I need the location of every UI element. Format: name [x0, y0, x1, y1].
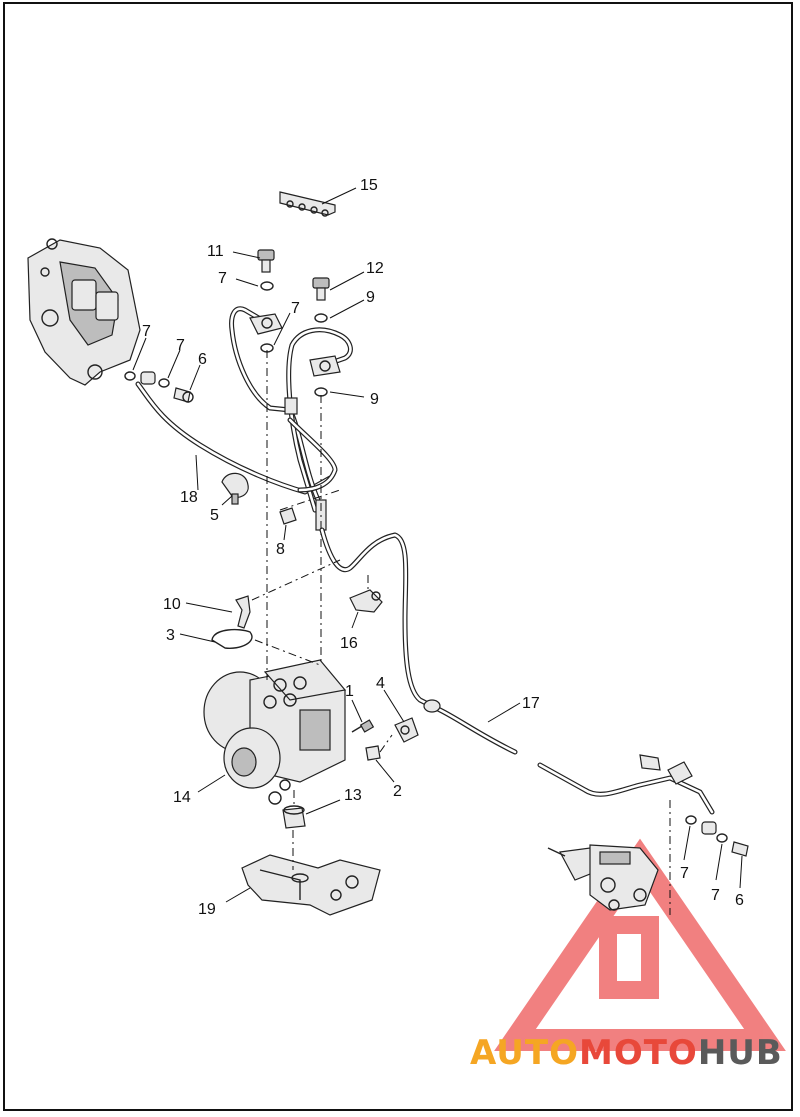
part-18-front-brake-hose: [135, 371, 333, 495]
part-14-abs-module: [203, 659, 347, 805]
callout-7-rear-a: 7: [680, 865, 689, 882]
callout-12: 12: [366, 260, 384, 277]
callout-labels: 15 11 12 7 7 9 7 7 6 9 18 5 8 10 3 16 1 …: [142, 177, 744, 918]
part-16-bracket: [349, 589, 383, 613]
diagram-frame: [3, 2, 793, 1111]
rear-fittings: [685, 815, 749, 857]
upper-brake-lines: [229, 306, 353, 533]
watermark-wordmark: AUTOMOTOHUB: [470, 1033, 783, 1073]
part-5-hose-clip: [221, 472, 249, 505]
callout-14: 14: [173, 789, 191, 806]
part-3-clamp: [211, 628, 253, 649]
callout-8: 8: [276, 541, 285, 558]
watermark-hub: HUB: [698, 1033, 783, 1073]
part-19-abs-bracket: [241, 854, 381, 916]
callout-6-rear: 6: [735, 892, 744, 909]
callout-7-caliper-a: 7: [142, 323, 151, 340]
callout-15: 15: [360, 177, 378, 194]
svg-text:AUTOMOTOHUB: AUTOMOTOHUB: [470, 1033, 783, 1073]
callout-19: 19: [198, 901, 216, 918]
callout-16: 16: [340, 635, 358, 652]
callout-7-upper-left: 7: [218, 270, 227, 287]
watermark-moto: MOTO: [579, 1033, 698, 1073]
front-brake-caliper: [27, 238, 141, 386]
callout-18: 18: [180, 489, 198, 506]
watermark-logo-triangle: [494, 838, 786, 1051]
callout-11: 11: [207, 243, 224, 260]
callout-5: 5: [210, 507, 219, 524]
part-10-sensor-bracket: [235, 595, 251, 629]
callout-9-lower: 9: [370, 391, 379, 408]
callout-1: 1: [345, 683, 354, 700]
watermark-auto: AUTO: [470, 1033, 579, 1073]
part-17-rear-brake-line: [319, 527, 715, 815]
rear-master-cylinder: [547, 844, 659, 911]
callout-7-rear-b: 7: [711, 887, 720, 904]
callout-7-upper-middle: 7: [291, 300, 300, 317]
leader-lines: [132, 187, 743, 903]
callout-7-caliper-b: 7: [176, 337, 185, 354]
assembly-center-lines: [251, 350, 671, 915]
part-8-grommet: [279, 507, 297, 525]
callout-9-upper: 9: [366, 289, 375, 306]
callout-4: 4: [376, 675, 385, 692]
callout-17: 17: [522, 695, 540, 712]
part-13-grommet: [282, 805, 306, 829]
banjo-bolts: [257, 249, 330, 397]
callout-13: 13: [344, 787, 362, 804]
callout-10: 10: [163, 596, 181, 613]
callout-3: 3: [166, 627, 175, 644]
callout-2: 2: [393, 783, 402, 800]
caliper-fittings: [124, 371, 194, 403]
small-fasteners: [351, 717, 419, 761]
part-15-line-clip: [279, 191, 336, 217]
callout-6-front: 6: [198, 351, 207, 368]
